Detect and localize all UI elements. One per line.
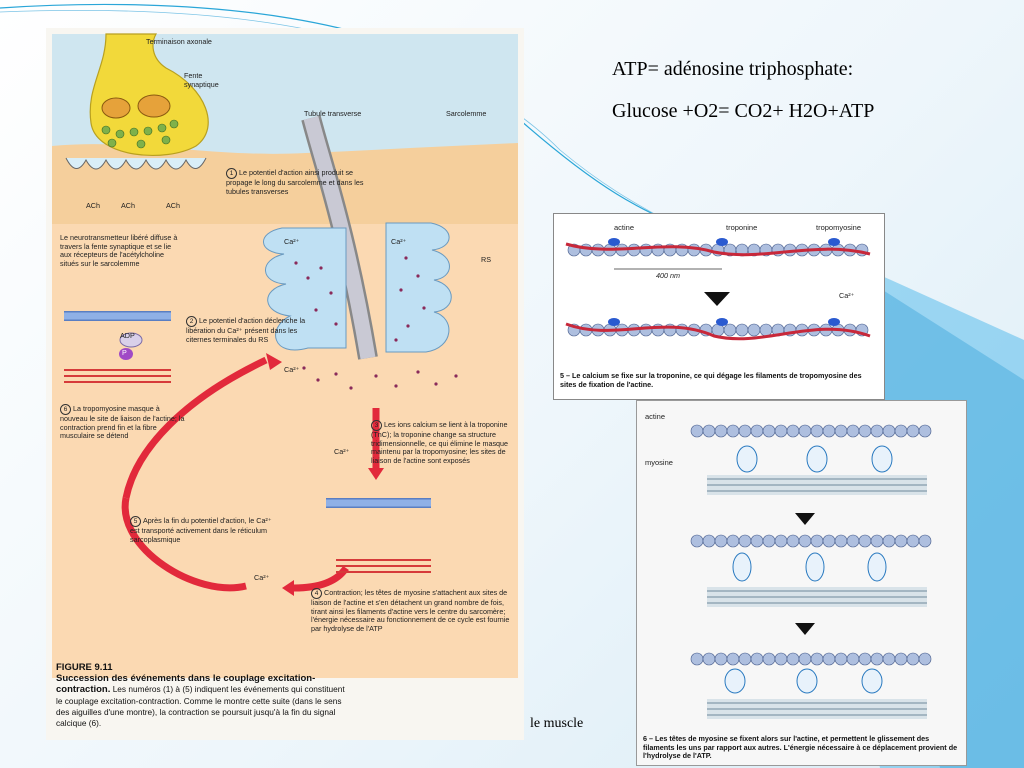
bottom-label: le muscle — [530, 716, 584, 731]
label-ca-3: Ca²⁺ — [284, 365, 300, 374]
figure-left: Terminaison axonale Fente synaptique Tub… — [46, 28, 524, 740]
label-troponine: troponine — [726, 223, 758, 232]
label-ca-5: Ca²⁺ — [254, 573, 270, 582]
excitation-contraction-diagram — [52, 33, 518, 678]
figure-caption: FIGURE 9.11 Succession des événements da… — [56, 662, 346, 729]
label-rs: RS — [481, 255, 491, 264]
figure-body: Les numéros (1) à (5) indiquent les évén… — [56, 684, 345, 729]
label-tubule: Tubule transverse — [304, 109, 362, 118]
label-ach-2: ACh — [121, 201, 135, 210]
actin-filament-small — [64, 311, 431, 508]
caption-right: 6 – Les têtes de myosine se fixent alors… — [643, 734, 958, 761]
transition-arrow — [704, 292, 730, 306]
label-sarcolemme: Sarcolemme — [446, 109, 487, 118]
step-neuro: Le neurotransmetteur libéré diffuse à tr… — [60, 233, 178, 268]
axon-terminal — [89, 33, 209, 156]
label-ca-4: Ca²⁺ — [334, 447, 350, 456]
label-p: P — [122, 348, 127, 357]
myosin-filament-small — [64, 369, 431, 573]
figure-mid: actine troponine tropomyosine 400 nm Ca²… — [553, 213, 885, 400]
figure-subtitle: Succession des événements dans le coupla… — [56, 673, 316, 696]
transition-arrow-2 — [795, 623, 815, 635]
label-actine-mid: actine — [614, 223, 635, 232]
glucose-equation: Glucose +O2= CO2+ H2O+ATP — [612, 100, 875, 122]
troponine-diagram — [565, 238, 871, 341]
cycle-arrow-6 — [122, 356, 268, 499]
label-tropomyosine: tropomyosine — [816, 223, 862, 232]
label-actine-right: actine — [645, 412, 666, 421]
label-adp: ADP — [120, 331, 135, 340]
caption-mid: 5 – Le calcium se fixe sur la troponine,… — [560, 371, 862, 389]
label-fente: Fente synaptique — [184, 71, 219, 89]
cistern-left — [263, 227, 347, 351]
tropomyosin-strand-shifted — [565, 322, 871, 341]
label-ca-2: Ca²⁺ — [391, 237, 407, 246]
figure-right: actine myosine 6 – Les têtes de myosine … — [636, 400, 967, 766]
cistern-right — [385, 222, 452, 353]
cycle-arrow-5 — [121, 497, 247, 592]
tropomyosin-strand — [565, 242, 871, 257]
transition-arrow-1 — [795, 513, 815, 525]
label-terminaison: Terminaison axonale — [146, 37, 212, 46]
myosin-heads — [724, 445, 893, 694]
label-ach-1: ACh — [86, 201, 100, 210]
label-scale: 400 nm — [656, 271, 680, 280]
sliding-filaments-diagram — [690, 424, 932, 719]
atp-definition: ATP= adénosine triphosphate: — [612, 58, 854, 80]
label-myosine: myosine — [645, 458, 673, 467]
figure-number: FIGURE 9.11 — [56, 662, 113, 673]
label-ach-3: ACh — [166, 201, 180, 210]
label-ca-1: Ca²⁺ — [284, 237, 300, 246]
label-ca-mid: Ca²⁺ — [839, 291, 855, 300]
